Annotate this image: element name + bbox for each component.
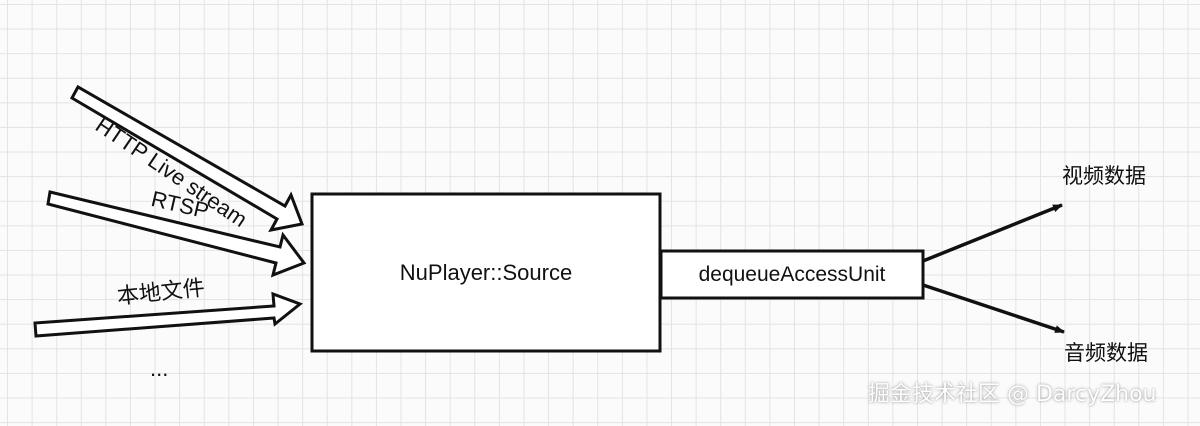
output-arrow-audio [922, 283, 1065, 334]
dequeue-box-label: dequeueAccessUnit [698, 263, 886, 286]
dequeue-box [659, 249, 925, 300]
input-label-ellipsis: ... [150, 356, 169, 381]
input-arrow-http [69, 84, 305, 233]
watermark-text: 掘金技术社区 @ DarcyZhou [868, 382, 1157, 407]
output-arrow-video [922, 203, 1063, 263]
input-arrow-local [33, 291, 304, 338]
output-label-audio: 音频数据 [1064, 341, 1148, 365]
input-arrow-rtsp [46, 190, 307, 278]
source-box [310, 192, 662, 353]
source-box-label: NuPlayer::Source [399, 260, 573, 285]
output-label-video: 视频数据 [1062, 164, 1146, 188]
